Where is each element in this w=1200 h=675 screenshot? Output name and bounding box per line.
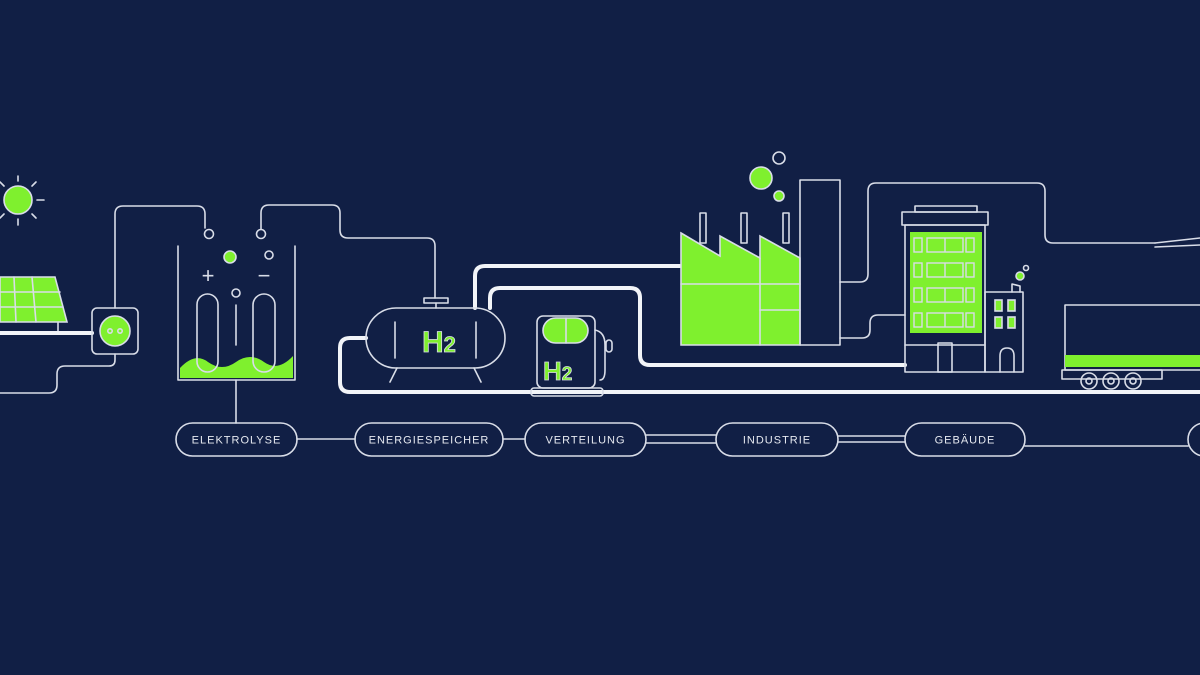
- solar-panel-icon: [0, 276, 94, 335]
- stage-label: ELEKTROLYSE: [192, 435, 282, 447]
- hydrogen-pipelines: [338, 264, 1200, 394]
- power-socket-icon: [91, 307, 139, 355]
- stage-label: ENERGIESPEICHER: [369, 435, 490, 447]
- minus-sign: −: [258, 263, 271, 288]
- factory-icon: [680, 151, 841, 346]
- truck-icon: [1061, 304, 1200, 390]
- sun-icon: [0, 175, 45, 226]
- building-window: [913, 262, 923, 278]
- building-window: [965, 287, 975, 303]
- building-window: [913, 237, 923, 253]
- buildings-icon: [901, 205, 1030, 373]
- electrolyser-icon: + −: [177, 245, 296, 381]
- hydrogen-fuel-pump-icon: H2: [530, 315, 613, 397]
- building-window: [965, 237, 975, 253]
- tank-h2-label: H2: [422, 326, 456, 359]
- stage-label: INDUSTRIE: [743, 435, 811, 447]
- hydrogen-storage-tank-icon: H2: [365, 297, 506, 383]
- building-window: [965, 312, 975, 328]
- stage-connectors: [296, 434, 1189, 447]
- plus-sign: +: [202, 263, 215, 288]
- building-window: [913, 312, 923, 328]
- pump-h2-label: H2: [543, 356, 572, 386]
- stage-verteilung[interactable]: VERTEILUNG: [524, 422, 647, 457]
- stage-elektrolyse[interactable]: ELEKTROLYSE: [175, 422, 298, 457]
- stage-gebaeude[interactable]: GEBÄUDE: [904, 422, 1026, 457]
- stage-industrie[interactable]: INDUSTRIE: [715, 422, 839, 457]
- building-window: [965, 262, 975, 278]
- stage-label: VERTEILUNG: [545, 435, 625, 447]
- stage-next-partial[interactable]: [1187, 422, 1200, 457]
- building-window: [913, 287, 923, 303]
- power-wires: [0, 182, 1200, 424]
- stage-energiespeicher[interactable]: ENERGIESPEICHER: [354, 422, 504, 457]
- stage-label: GEBÄUDE: [935, 435, 996, 447]
